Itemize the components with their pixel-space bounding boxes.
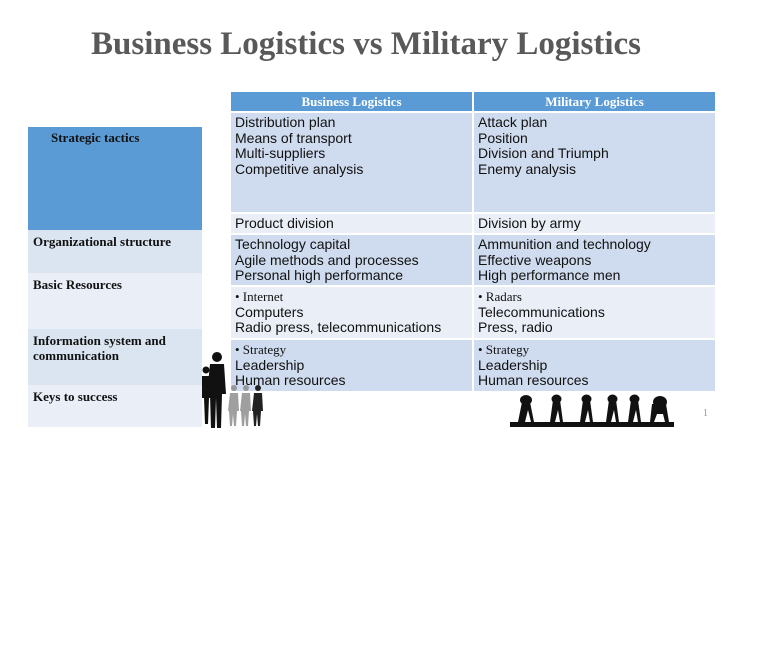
cell-line: Human resources [478, 372, 589, 388]
military-cell: Division by army [474, 214, 715, 233]
cell-line: Enemy analysis [478, 160, 577, 177]
cell-line: Leadership [235, 356, 305, 373]
bullet-line: • Radars [478, 289, 522, 304]
row-label-keys-to-success: Keys to success [28, 385, 202, 427]
cell-line: Competitive analysis [235, 160, 364, 177]
row-label-information-system: Information system and communication [28, 329, 202, 385]
cell-line: Ammunition and technology [478, 236, 651, 252]
row-label-basic-resources: Basic Resources [28, 273, 202, 329]
cell-line: Division by army [478, 215, 581, 231]
business-cell: • Strategy Leadership Human resources [231, 340, 472, 391]
row-label-strategic-tactics: Strategic tactics [28, 127, 202, 230]
business-cell: • Internet Computers Radio press, teleco… [231, 287, 472, 338]
military-cell: Attack plan Position Division and Triump… [474, 113, 715, 212]
business-people-silhouette-icon [202, 352, 263, 428]
cell-line: Position [478, 129, 528, 146]
table-row: Distribution plan Means of transport Mul… [231, 113, 715, 212]
slide-title: Business Logistics vs Military Logistics [90, 26, 642, 62]
comparison-table: Business Logistics Military Logistics Di… [231, 92, 715, 391]
cell-line: Radio press, telecommunications [235, 319, 442, 335]
cell-line: Technology capital [235, 236, 351, 252]
business-cell: Technology capital Agile methods and pro… [231, 235, 472, 285]
cell-line: Computers [235, 303, 304, 320]
header-business-logistics: Business Logistics [231, 92, 472, 111]
soldiers-silhouette-icon [510, 394, 674, 427]
cell-line: Leadership [478, 356, 548, 373]
bullet-line: • Strategy [235, 342, 287, 357]
cell-line: Press, radio [478, 319, 553, 335]
cell-line: Product division [235, 215, 334, 231]
table-row: Technology capital Agile methods and pro… [231, 235, 715, 285]
cell-line: Distribution plan [235, 114, 336, 130]
cell-line: Attack plan [478, 114, 548, 130]
table-row: Product division Division by army [231, 214, 715, 233]
header-military-logistics: Military Logistics [474, 92, 715, 111]
cell-line: Personal high performance [235, 267, 404, 283]
cell-line: Agile methods and processes [235, 251, 419, 268]
military-cell: • Radars Telecommunications Press, radio [474, 287, 715, 338]
table-row: • Internet Computers Radio press, teleco… [231, 287, 715, 338]
cell-line: Human resources [235, 372, 346, 388]
bullet-line: • Strategy [478, 342, 530, 357]
business-cell: Product division [231, 214, 472, 233]
business-cell: Distribution plan Means of transport Mul… [231, 113, 472, 212]
table-header: Business Logistics Military Logistics [231, 92, 715, 111]
cell-line: Means of transport [235, 129, 352, 146]
cell-line: Effective weapons [478, 251, 592, 268]
cell-line: Division and Triumph [478, 145, 609, 161]
row-label-organizational-structure: Organizational structure [28, 230, 202, 273]
page-number: 1 [703, 408, 708, 419]
cell-line: High performance men [478, 267, 621, 283]
row-labels-column: Strategic tactics Organizational structu… [28, 127, 202, 427]
military-cell: Ammunition and technology Effective weap… [474, 235, 715, 285]
military-cell: • Strategy Leadership Human resources [474, 340, 715, 391]
bullet-line: • Internet [235, 289, 284, 304]
cell-line: Telecommunications [478, 303, 605, 320]
table-row: • Strategy Leadership Human resources • … [231, 340, 715, 391]
cell-line: Multi-suppliers [235, 145, 326, 161]
